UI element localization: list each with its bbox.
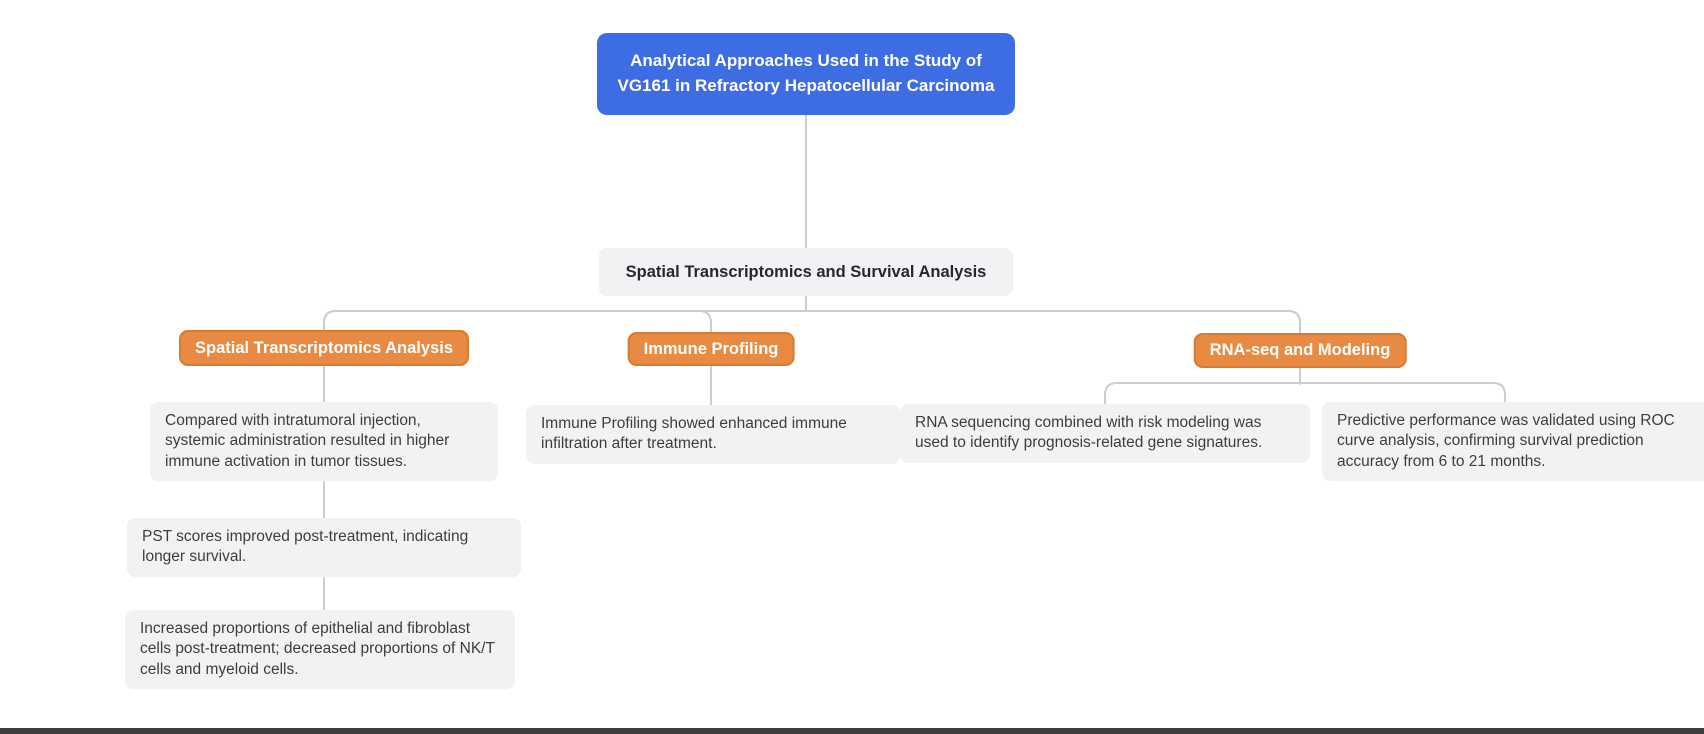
connector-top-trunk	[323, 310, 1301, 385]
root-node[interactable]: Analytical Approaches Used in the Study …	[597, 33, 1015, 115]
connector-rna-trunk	[1104, 382, 1506, 411]
leaf-note[interactable]: Compared with intratumoral injection, sy…	[150, 402, 498, 482]
leaf-note[interactable]: Increased proportions of epithelial and …	[125, 610, 515, 690]
leaf-note[interactable]: Immune Profiling showed enhanced immune …	[526, 405, 900, 464]
connector-mid-drop	[698, 310, 712, 346]
level1-node[interactable]: Spatial Transcriptomics and Survival Ana…	[599, 248, 1013, 296]
bottom-bar	[0, 728, 1704, 734]
branch-node-rna-seq-modeling[interactable]: RNA-seq and Modeling	[1193, 333, 1407, 368]
branch-node-spatial-transcriptomics[interactable]: Spatial Transcriptomics Analysis	[179, 330, 469, 366]
leaf-note[interactable]: PST scores improved post-treatment, indi…	[127, 518, 521, 577]
branch-node-immune-profiling[interactable]: Immune Profiling	[627, 332, 795, 366]
leaf-note[interactable]: RNA sequencing combined with risk modeli…	[900, 404, 1310, 463]
leaf-note[interactable]: Predictive performance was validated usi…	[1322, 402, 1704, 482]
